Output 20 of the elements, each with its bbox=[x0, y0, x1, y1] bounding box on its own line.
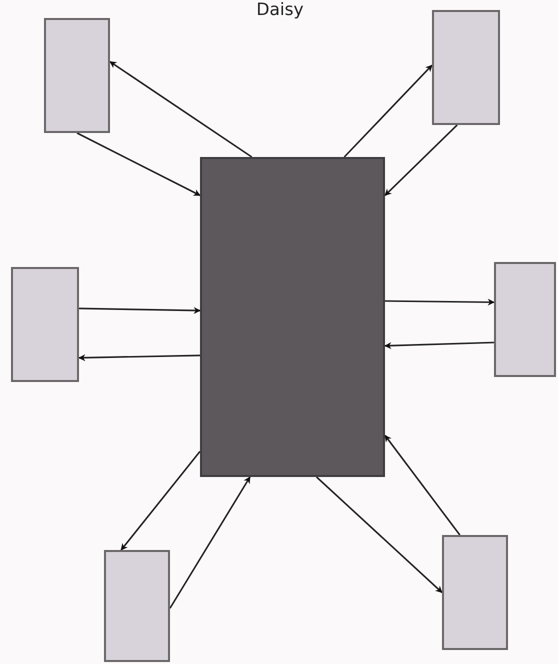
arrow bbox=[109, 61, 252, 158]
device-box bbox=[44, 18, 110, 133]
arrow bbox=[385, 298, 495, 306]
device-box bbox=[104, 550, 170, 662]
device-box bbox=[432, 10, 500, 125]
arrow bbox=[78, 306, 201, 314]
arrow bbox=[384, 124, 458, 196]
arrow bbox=[384, 434, 460, 536]
device-box bbox=[442, 535, 508, 650]
arrow bbox=[169, 476, 251, 609]
arrow bbox=[384, 342, 494, 350]
arrow bbox=[76, 132, 201, 196]
arrow bbox=[78, 354, 200, 362]
device-box bbox=[494, 262, 556, 377]
central-box bbox=[200, 157, 385, 477]
arrow bbox=[344, 64, 433, 158]
arrow bbox=[316, 476, 443, 594]
diagram-title: Daisy bbox=[255, 0, 305, 20]
device-box bbox=[11, 267, 79, 382]
arrow bbox=[120, 450, 201, 551]
